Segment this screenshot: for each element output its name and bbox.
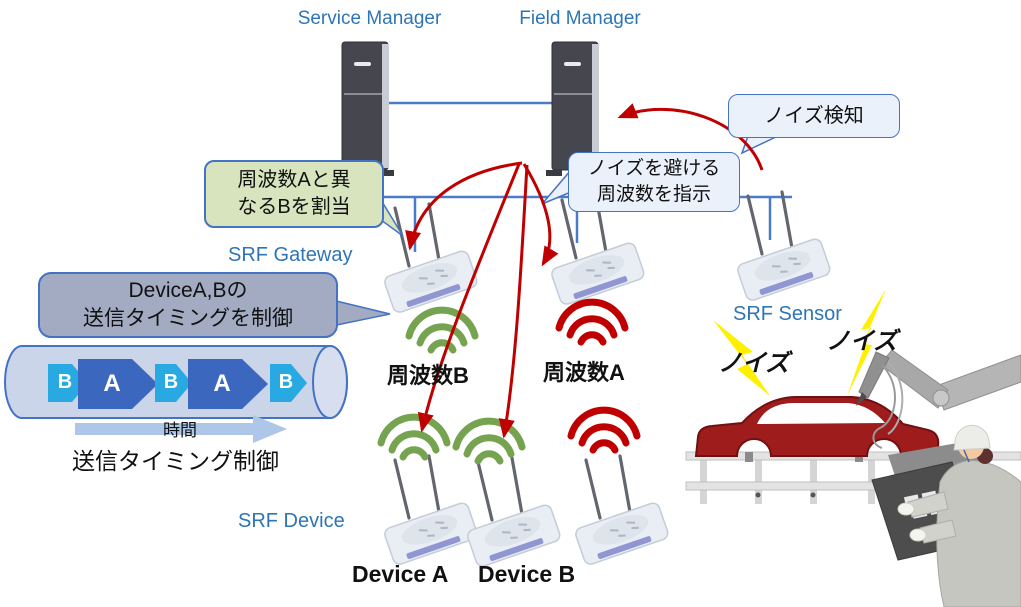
wifi-red-freq-a-icon xyxy=(559,302,625,342)
arrow-fm-to-device-a xyxy=(417,163,521,433)
slot-a2-shape xyxy=(188,359,268,409)
arrow-fm-to-device-b xyxy=(498,164,529,439)
srf-gateway-label: SRF Gateway xyxy=(228,244,353,266)
avoid-noise-callout: ノイズを避ける 周波数を指示 xyxy=(568,152,740,212)
factory-illustration xyxy=(685,289,1021,607)
device-a-label: Device A xyxy=(352,561,449,587)
time-arrow-icon xyxy=(75,415,287,443)
wifi-green-device-a-icon xyxy=(381,417,447,457)
timing-caption: 送信タイミング制御 xyxy=(72,448,279,474)
slot-a1-shape xyxy=(78,359,158,409)
car-body-icon xyxy=(694,396,940,462)
service-manager-tower-icon xyxy=(335,41,395,177)
noise-detect-text: ノイズ検知 xyxy=(764,104,864,127)
freq-a-label: 周波数A xyxy=(543,360,625,385)
gateway-right-ap-icon xyxy=(548,194,648,308)
arrow-sensor-to-fm xyxy=(617,103,764,171)
arrow-fm-to-gateway-left xyxy=(405,161,523,251)
avoid-noise-line1: ノイズを避ける xyxy=(587,158,721,180)
noise-bolt-left-icon xyxy=(713,320,770,396)
timing-line2: 送信タイミングを制御 xyxy=(83,307,293,330)
assign-freq-callout: 周波数Aと異 なるBを割当 xyxy=(204,160,384,228)
noise-label-right: ノイズ xyxy=(826,328,898,355)
srf-sensor-label: SRF Sensor xyxy=(733,303,842,325)
device-b-label: Device B xyxy=(478,561,576,587)
noise-label-left: ノイズ xyxy=(718,350,790,377)
timing-callout: DeviceA,Bの 送信タイミングを制御 xyxy=(38,272,338,338)
assign-callout-tail xyxy=(380,197,404,237)
field-manager-label: Field Manager xyxy=(519,8,641,29)
red-arrows xyxy=(405,103,764,439)
sensor-ap-icon xyxy=(734,190,834,304)
wifi-green-freq-b-icon xyxy=(409,310,475,350)
wifi-red-device-c-icon xyxy=(571,410,637,450)
slot-letter-b3: B xyxy=(278,371,294,393)
service-manager-label: Service Manager xyxy=(297,8,442,29)
freq-b-label: 周波数B xyxy=(387,363,469,388)
noise-detect-callout: ノイズ検知 xyxy=(728,94,900,138)
assign-freq-line1: 周波数Aと異 xyxy=(237,169,351,191)
timing-cylinder xyxy=(4,345,348,443)
timing-line1: DeviceA,Bの xyxy=(128,278,248,302)
slot-b3-shape xyxy=(270,364,307,402)
assign-freq-line2: なるBを割当 xyxy=(237,196,351,218)
srf-device-label: SRF Device xyxy=(238,510,345,532)
device-a-ap-icon xyxy=(381,454,481,568)
avoid-noise-line2: 周波数を指示 xyxy=(596,184,711,205)
arrow-fm-to-gateway-right xyxy=(522,163,559,267)
slot-letter-b1: B xyxy=(57,371,73,393)
slot-letter-a2: A xyxy=(213,370,231,397)
device-b-ap-icon xyxy=(464,456,564,570)
slot-letter-a1: A xyxy=(103,370,121,397)
noise-bolt-right-icon xyxy=(847,289,886,396)
slot-letter-b2: B xyxy=(163,371,179,393)
device-c-ap-icon xyxy=(572,454,672,568)
time-axis-label: 時間 xyxy=(163,421,197,440)
slot-b2-shape xyxy=(155,364,192,402)
wifi-green-device-b-icon xyxy=(456,421,522,461)
timing-callout-tail xyxy=(331,299,391,327)
worker-icon xyxy=(897,425,1021,607)
